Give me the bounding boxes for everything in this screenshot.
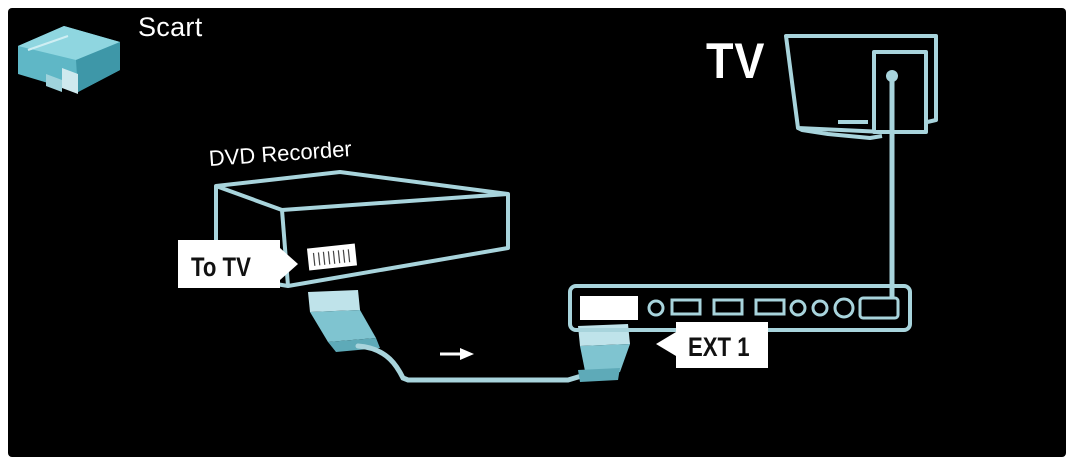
right-arrow-icon [440,348,474,360]
scart-label: Scart [138,12,203,42]
to-tv-callout [178,240,298,288]
diagram-canvas [18,26,938,383]
dvd-scart-plug [308,290,380,352]
scart-connector-icon [18,26,120,94]
ext1-callout [656,322,768,368]
ext1-label: EXT 1 [688,332,750,362]
scart-cable [355,343,591,383]
to-tv-label: To TV [191,252,251,282]
connection-diagram: Scart TV DVD Recorder To TV EXT 1 [8,8,1066,457]
tv-scart-plug [578,324,630,382]
tv-icon [784,34,938,140]
tv-label: TV [706,33,766,89]
